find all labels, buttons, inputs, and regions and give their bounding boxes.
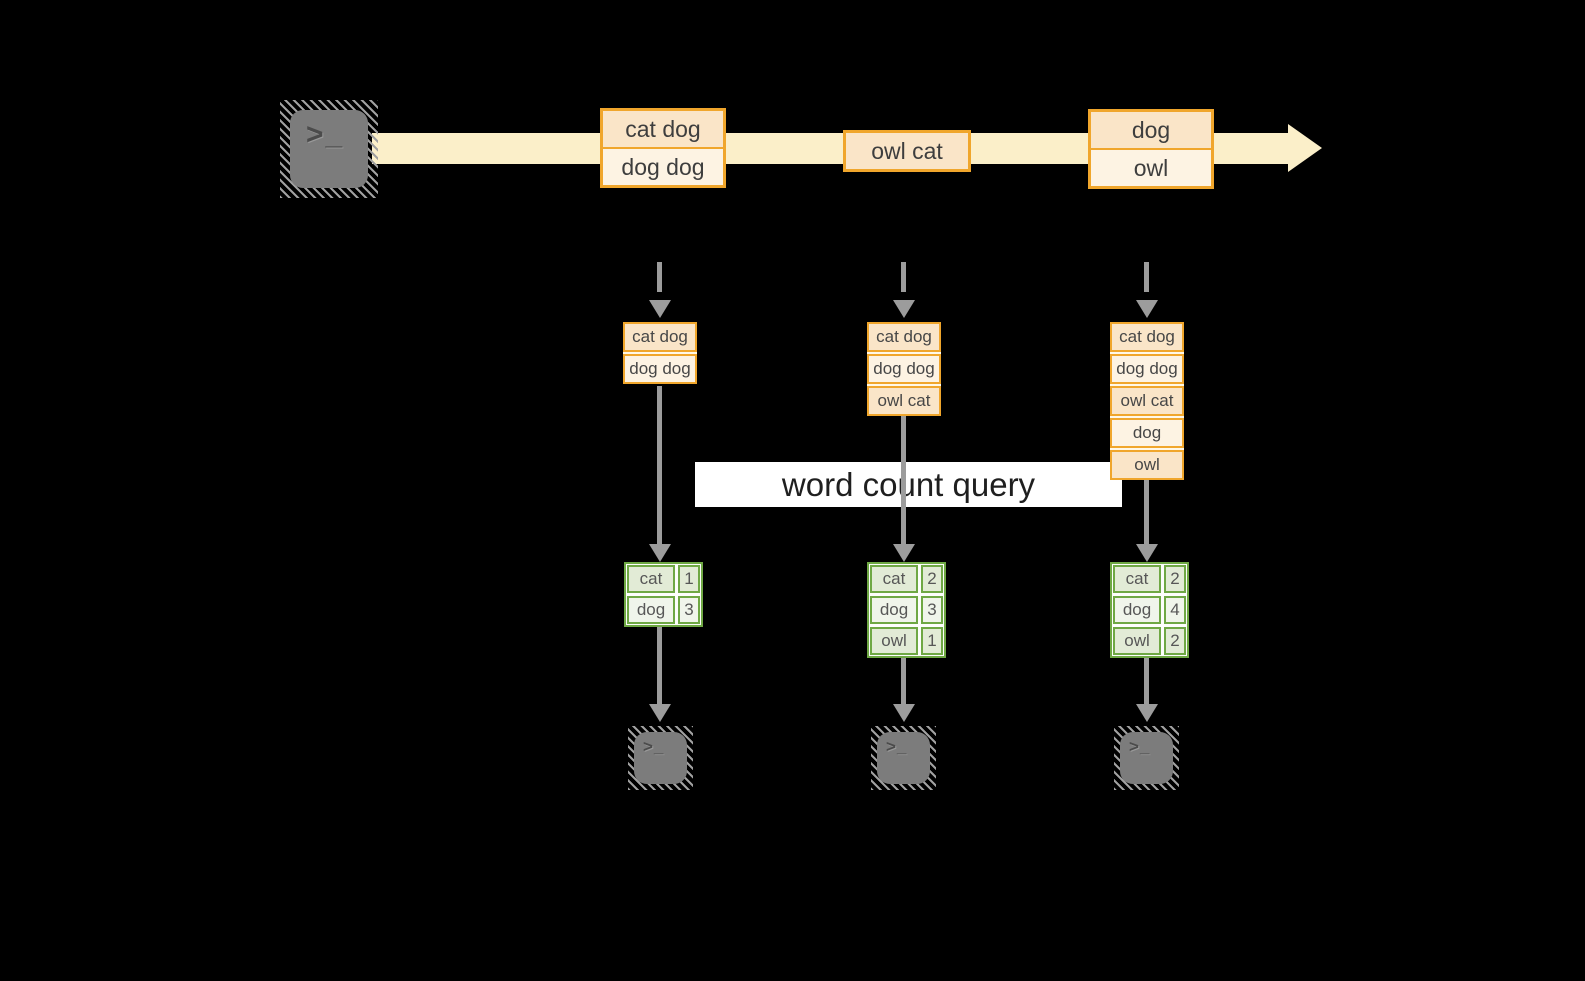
batch-record: dog — [1110, 418, 1184, 448]
dashed-arrow-line — [1144, 262, 1149, 292]
batch-record: dog dog — [1110, 354, 1184, 384]
flow-arrow-line — [1144, 480, 1149, 544]
word-cell: dog — [870, 596, 918, 624]
terminal-prompt-icon: >_ — [877, 732, 930, 784]
query-banner: word count query — [695, 462, 1122, 507]
flow-arrow-head-icon — [649, 544, 671, 562]
count-cell: 3 — [921, 596, 943, 624]
dashed-arrow-head-icon — [649, 300, 671, 318]
flow-arrow-line — [901, 416, 906, 544]
count-cell: 1 — [678, 565, 700, 593]
event-record: dog dog — [603, 147, 723, 185]
sink-terminal-icon-1: >_ — [628, 726, 693, 790]
flow-arrow-line — [901, 658, 906, 705]
word-count-table-2: cat 2 dog 3 owl 1 — [867, 562, 946, 658]
batch-record: dog dog — [623, 354, 697, 384]
event-record: cat dog — [603, 111, 723, 147]
count-cell: 3 — [678, 596, 700, 624]
batch-record: dog dog — [867, 354, 941, 384]
terminal-prompt-icon: >_ — [290, 110, 368, 188]
dashed-arrow-head-icon — [1136, 300, 1158, 318]
sink-terminal-icon-3: >_ — [1114, 726, 1179, 790]
batch-record: cat dog — [867, 322, 941, 352]
word-cell: cat — [1113, 565, 1161, 593]
query-banner-label: word count query — [781, 465, 1036, 503]
flow-arrow-line — [1144, 658, 1149, 705]
count-cell: 4 — [1164, 596, 1186, 624]
sink-terminal-icon-2: >_ — [871, 726, 936, 790]
count-cell: 2 — [921, 565, 943, 593]
event-record: owl cat — [846, 133, 968, 169]
terminal-prompt-icon: >_ — [1120, 732, 1173, 784]
flow-arrow-head-icon — [1136, 704, 1158, 722]
dashed-arrow-line — [901, 262, 906, 292]
batch-record: owl cat — [867, 386, 941, 416]
word-cell: owl — [870, 627, 918, 655]
count-cell: 2 — [1164, 627, 1186, 655]
source-terminal-icon: >_ — [280, 100, 378, 198]
flow-arrow-head-icon — [893, 704, 915, 722]
flow-arrow-head-icon — [649, 704, 671, 722]
flow-arrow-head-icon — [1136, 544, 1158, 562]
stream-timeline-arrowhead-icon — [1288, 124, 1322, 172]
terminal-prompt-icon: >_ — [634, 732, 687, 784]
event-record: dog — [1091, 112, 1211, 148]
event-record: owl — [1091, 148, 1211, 186]
flow-arrow-head-icon — [893, 544, 915, 562]
word-cell: owl — [1113, 627, 1161, 655]
dashed-arrow-line — [657, 262, 662, 292]
stream-event-batch-2: owl cat — [843, 130, 971, 172]
flow-arrow-line — [657, 386, 662, 544]
count-cell: 1 — [921, 627, 943, 655]
dashed-arrow-head-icon — [893, 300, 915, 318]
word-cell: dog — [627, 596, 675, 624]
word-count-table-1: cat 1 dog 3 — [624, 562, 703, 627]
word-cell: cat — [870, 565, 918, 593]
batch-record: owl — [1110, 450, 1184, 480]
batch-record: cat dog — [623, 322, 697, 352]
word-count-table-3: cat 2 dog 4 owl 2 — [1110, 562, 1189, 658]
count-cell: 2 — [1164, 565, 1186, 593]
word-cell: cat — [627, 565, 675, 593]
batch-record: cat dog — [1110, 322, 1184, 352]
word-cell: dog — [1113, 596, 1161, 624]
flow-arrow-line — [657, 627, 662, 705]
batch-record: owl cat — [1110, 386, 1184, 416]
